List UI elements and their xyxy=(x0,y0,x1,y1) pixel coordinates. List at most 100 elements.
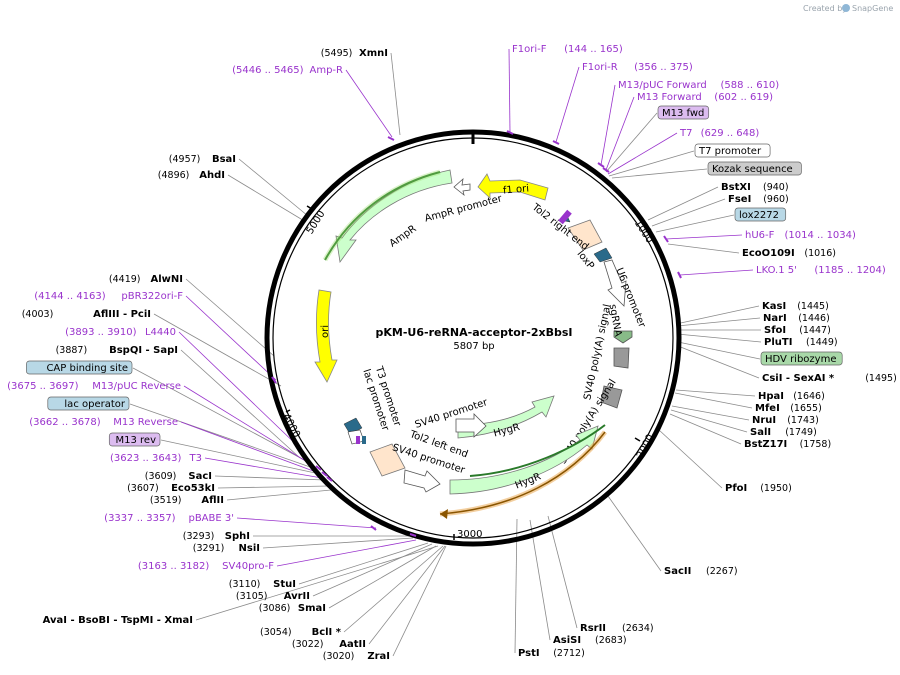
label-pfoi: PfoI xyxy=(725,483,747,494)
leader-line xyxy=(328,545,437,609)
label-pbr322ori-f-pos: (4144 .. 4163) xyxy=(34,291,106,302)
label-fsei: FseI xyxy=(728,194,751,205)
feature-sv40-promoter-1 xyxy=(455,413,487,438)
label-ahdi-pos: (4896) xyxy=(158,170,190,181)
leader-line xyxy=(236,517,377,529)
label-m13-fwd-box xyxy=(657,105,710,120)
label-f1ori-r: F1ori-R xyxy=(582,62,618,73)
feature-label-ampr-promoter: AmpR promoter xyxy=(424,193,504,224)
feature-label-loxp: loxP xyxy=(575,249,596,272)
label-f1ori-r-pos: (356 .. 375) xyxy=(634,62,693,73)
label-lac-operator-box xyxy=(47,396,130,411)
label-l4440-pos: (3893 .. 3910) xyxy=(65,327,137,338)
plasmid-name: pKM-U6-reRNA-acceptor-2xBbsI xyxy=(376,326,573,339)
label-zrai-pos: (3020) xyxy=(323,651,355,662)
leader-line xyxy=(217,485,330,489)
label-pluti-pos: (1449) xyxy=(806,337,838,348)
leader-line xyxy=(611,168,708,179)
leader-line xyxy=(607,495,662,572)
label-aatii: AatII xyxy=(339,639,366,650)
label-nsii: NsiI xyxy=(239,543,260,554)
leader-line xyxy=(185,295,277,381)
tick-label-3000: 3000 xyxy=(457,529,482,540)
leader-line xyxy=(345,69,393,138)
feature-ori xyxy=(314,289,338,383)
leader-line xyxy=(129,403,314,469)
label-ecoo109i-pos: (1016) xyxy=(804,248,836,259)
label-sphi-pos: (3293) xyxy=(183,531,215,542)
label-asisi: AsiSI xyxy=(553,635,581,646)
label-xmni: XmnI xyxy=(359,48,388,59)
label-sv40pro-f: SV40pro-F xyxy=(222,561,274,572)
leader-lines xyxy=(129,48,762,657)
leader-line xyxy=(608,150,695,177)
snapgene-logo-icon xyxy=(842,4,850,12)
label-bsai-pos: (4957) xyxy=(169,154,201,165)
label-t3: T3 xyxy=(189,453,202,464)
label-sfoi-pos: (1447) xyxy=(799,325,831,336)
leader-line xyxy=(180,349,301,459)
tick-label-2000: 2000 xyxy=(635,433,656,461)
label-bstz17i: BstZ17I xyxy=(744,439,787,450)
label-aflii-pos: (3519) xyxy=(150,495,182,506)
label-m13-forward-pos: (602 .. 619) xyxy=(714,92,773,103)
label-t7-pos: (629 .. 648) xyxy=(701,128,760,139)
leader-line xyxy=(676,317,761,327)
label-cap-binding-site: CAP binding site xyxy=(46,363,128,374)
leader-line xyxy=(183,385,313,466)
label-stui: StuI xyxy=(273,579,296,590)
label-nari-pos: (1446) xyxy=(798,313,830,324)
leader-line xyxy=(655,214,735,233)
label-rsrii-pos: (2634) xyxy=(622,623,654,634)
label-t7-promoter-box xyxy=(694,143,771,158)
label-cap-binding-site-box xyxy=(26,360,133,375)
feature-hygr-outer-arc xyxy=(469,424,606,477)
leader-line xyxy=(605,112,658,173)
leader-line xyxy=(153,313,282,387)
label-pbabe-3: pBABE 3' xyxy=(188,513,234,524)
label-t7-promoter: T7 promoter xyxy=(698,146,762,157)
label-saci-pos: (3609) xyxy=(145,471,177,482)
label-m13-puc-forward: M13/pUC Forward xyxy=(618,80,707,91)
label-bsai: BsaI xyxy=(212,154,236,165)
label-t7: T7 xyxy=(679,128,692,139)
leader-line xyxy=(607,132,678,175)
label-psti-pos: (2712) xyxy=(553,648,585,659)
leader-line xyxy=(227,174,307,223)
feature-loxp xyxy=(593,247,613,263)
leader-line xyxy=(658,429,723,489)
label-asisi-pos: (2683) xyxy=(595,635,627,646)
label-smai-pos: (3086) xyxy=(259,603,291,614)
label-ahdi: AhdI xyxy=(199,170,225,181)
label-pluti: PluTI xyxy=(764,337,792,348)
label-xmni-pos: (5495) xyxy=(321,48,353,59)
label-pfoi-pos: (1950) xyxy=(760,483,792,494)
label-avrii-pos: (3105) xyxy=(236,591,268,602)
label-aflii: AflII xyxy=(201,495,224,506)
leader-line xyxy=(667,243,740,254)
leader-line xyxy=(651,198,726,227)
leader-line xyxy=(368,545,446,645)
label-avrii: AvrII xyxy=(284,591,310,602)
label-sacii-pos: (2267) xyxy=(706,566,738,577)
label-hdv-ribozyme-box xyxy=(760,351,843,366)
leader-line xyxy=(214,475,326,481)
leader-line xyxy=(529,519,551,641)
label-sfoi: SfoI xyxy=(764,325,786,336)
leader-line xyxy=(238,158,309,217)
label-kozak-sequence: Kozak sequence xyxy=(712,164,793,175)
feature-tol2-left-end xyxy=(369,443,406,477)
label-sphi: SphI xyxy=(225,531,250,542)
label-kasi: KasI xyxy=(762,301,786,312)
label-lox2272-box xyxy=(734,207,787,222)
credit-text: Created by xyxy=(803,4,847,13)
leader-line xyxy=(605,96,635,171)
leader-line xyxy=(669,413,742,445)
feature-label-f1-ori: f1 ori xyxy=(503,183,530,196)
label-afliii-pcii: AflIII - PciI xyxy=(93,309,151,320)
label-afliii-pcii-pos: (4003) xyxy=(22,309,54,320)
feature-label-ampr: AmpR xyxy=(388,223,419,249)
label-lac-operator: lac operator xyxy=(64,399,125,410)
label-ecoo109i: EcoO109I xyxy=(742,248,795,259)
label-zrai: ZraI xyxy=(367,651,390,662)
